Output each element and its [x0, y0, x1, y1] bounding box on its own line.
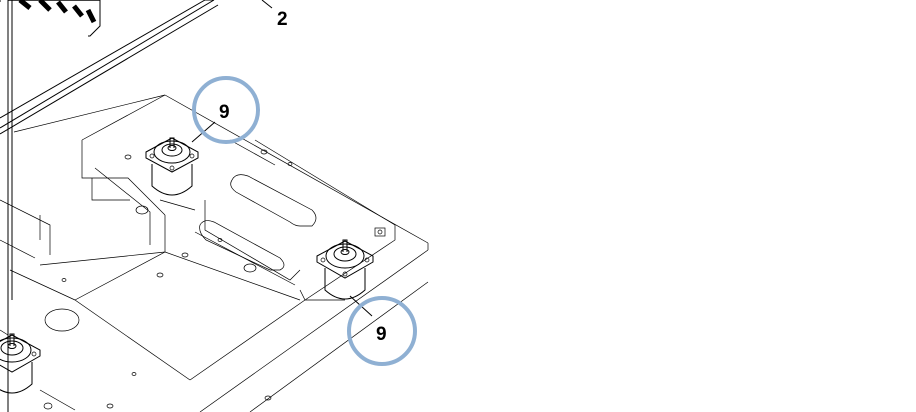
base-frame [0, 94, 429, 412]
highlight-ring [192, 76, 260, 144]
highlight-ring [347, 296, 417, 366]
callout-label-9: 9 [219, 102, 230, 123]
callout-label-9: 9 [376, 324, 387, 345]
motor-icon [0, 333, 41, 394]
motor-icon [145, 137, 199, 196]
callout-label-2: 2 [277, 9, 288, 30]
leader-line-2 [261, 0, 273, 9]
motor-icon [316, 239, 374, 300]
rail-assembly [0, 0, 219, 412]
